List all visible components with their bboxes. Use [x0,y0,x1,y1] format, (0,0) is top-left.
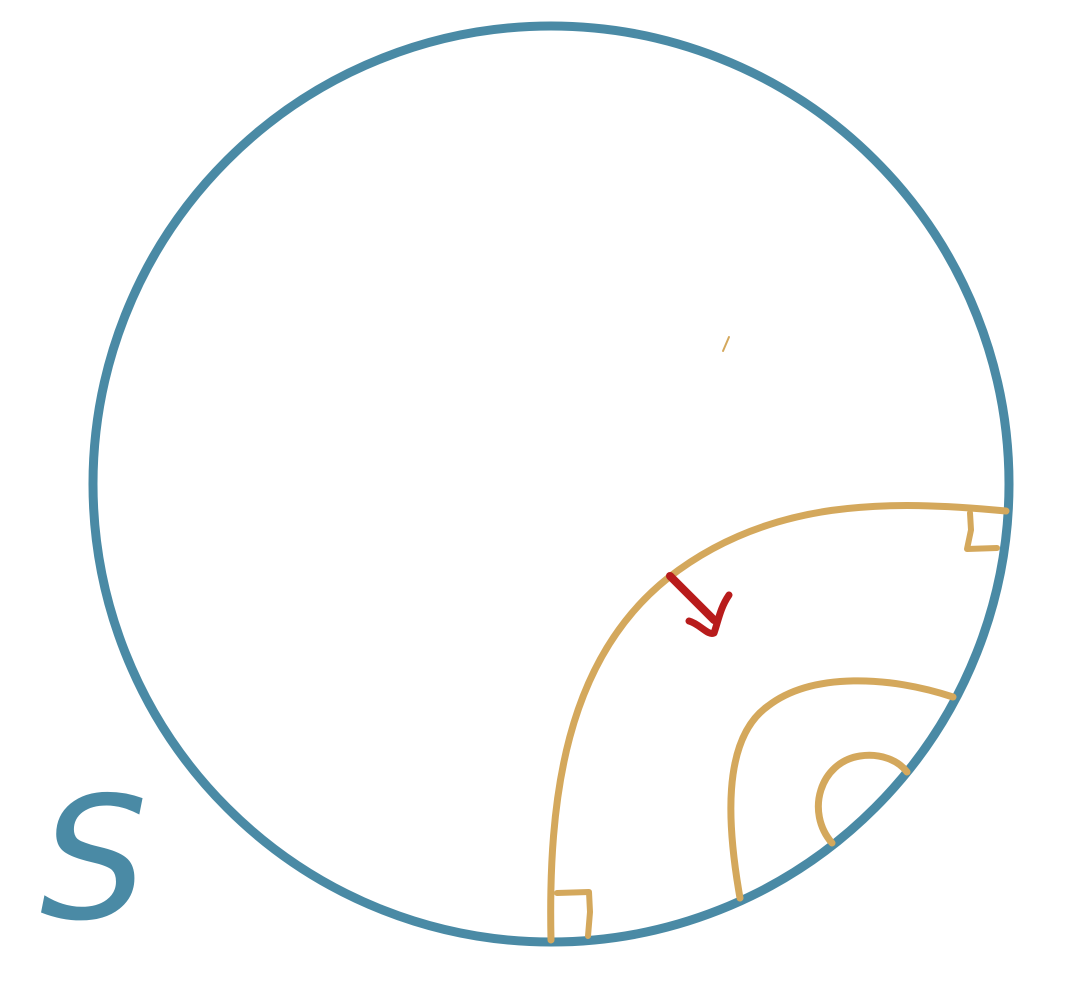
arrow-head [685,591,733,637]
circle-label-s: S [40,761,148,959]
stray-tick-mark [722,336,730,352]
arrow-shaft [666,572,718,624]
small-geodesic-arc [814,751,911,847]
medium-geodesic-arc [727,677,957,902]
right-angle-mark-bottom [554,889,593,939]
direction-arrow [666,572,733,637]
right-angle-mark-right [964,510,1000,552]
boundary-circle [88,21,1014,947]
